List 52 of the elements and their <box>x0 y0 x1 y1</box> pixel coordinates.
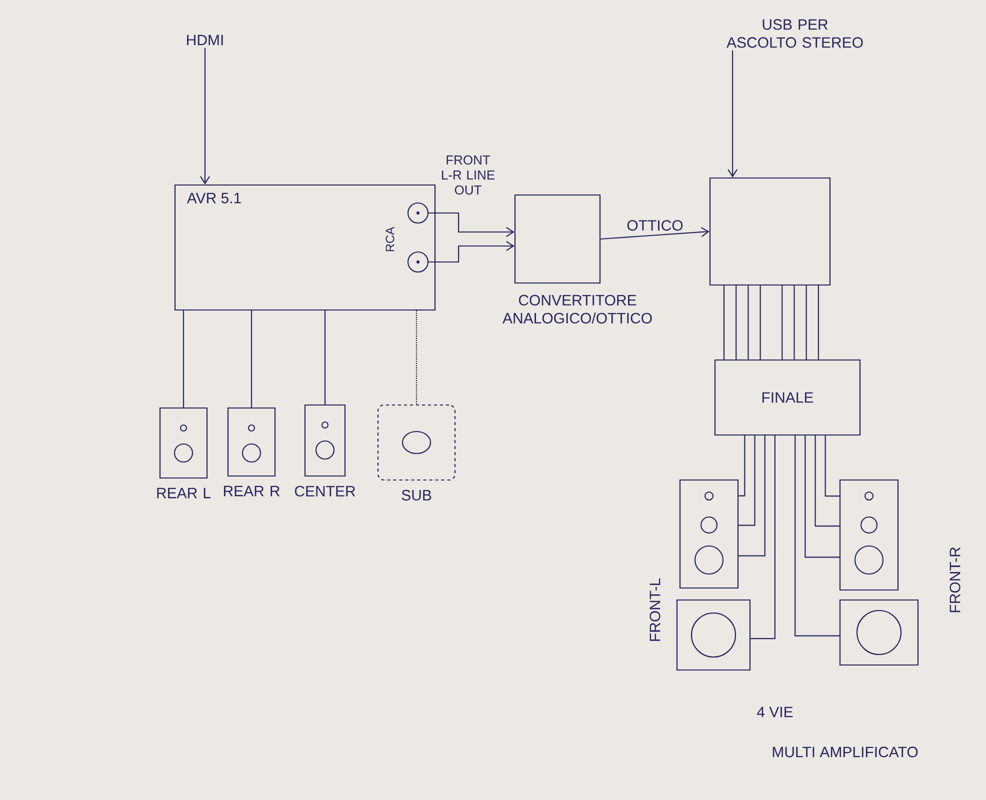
cable <box>804 436 840 558</box>
cable <box>738 436 746 496</box>
port-label: FRONT L-R LINE OUT <box>442 155 495 195</box>
speaker-cabinet <box>839 479 899 591</box>
cable <box>806 286 807 360</box>
system-label: 4 VIE <box>757 706 793 718</box>
speaker-label: FRONT-L <box>650 578 660 641</box>
rca-jack <box>407 202 429 224</box>
cable <box>736 286 737 360</box>
cable <box>760 286 761 360</box>
dotted-cable <box>416 310 418 404</box>
speaker-cabinet <box>679 479 739 589</box>
cable <box>814 436 840 527</box>
edge-label: OTTICO <box>626 219 684 232</box>
cable <box>738 436 766 556</box>
node-label: CENTER <box>294 486 356 496</box>
amplifier-box: FINALE <box>714 359 861 436</box>
connector-arrow <box>428 212 514 237</box>
cable <box>738 436 756 526</box>
receiver-box: AVR 5.1 RCA <box>174 184 436 311</box>
connector-arrow <box>728 50 738 178</box>
rca-jack <box>407 251 429 273</box>
signal-label: HDMI <box>187 34 223 46</box>
cable <box>794 436 840 636</box>
cable <box>182 310 184 408</box>
cable <box>818 286 819 360</box>
cable <box>824 436 840 497</box>
cable <box>748 286 749 360</box>
woofer-cabinet <box>839 599 919 666</box>
node-label: SUB <box>402 490 432 500</box>
device-caption: CONVERTITORE ANALOGICO/OTTICO <box>502 294 652 324</box>
cable <box>250 310 252 408</box>
connector-arrow <box>428 241 514 263</box>
processor-box <box>709 177 831 286</box>
node-label: REAR R <box>224 486 280 496</box>
cable <box>723 286 725 360</box>
speaker: REAR R <box>224 407 280 496</box>
signal-label: USB PER ASCOLTO STEREO <box>726 19 863 48</box>
cable <box>324 310 326 404</box>
cable <box>750 436 776 640</box>
woofer-cabinet <box>676 599 751 671</box>
cable <box>794 286 795 360</box>
connector-arrow <box>600 227 710 240</box>
connector-arrow <box>200 48 210 184</box>
speaker: CENTER <box>294 404 356 496</box>
speaker-label: FRONT-R <box>950 547 960 612</box>
converter-box <box>514 194 601 284</box>
cable <box>782 286 783 360</box>
speaker: SUB <box>377 404 456 500</box>
speaker: REAR L <box>157 407 210 498</box>
system-label: MULTI AMPLIFICATO <box>772 746 918 758</box>
node-label: REAR L <box>157 488 211 498</box>
